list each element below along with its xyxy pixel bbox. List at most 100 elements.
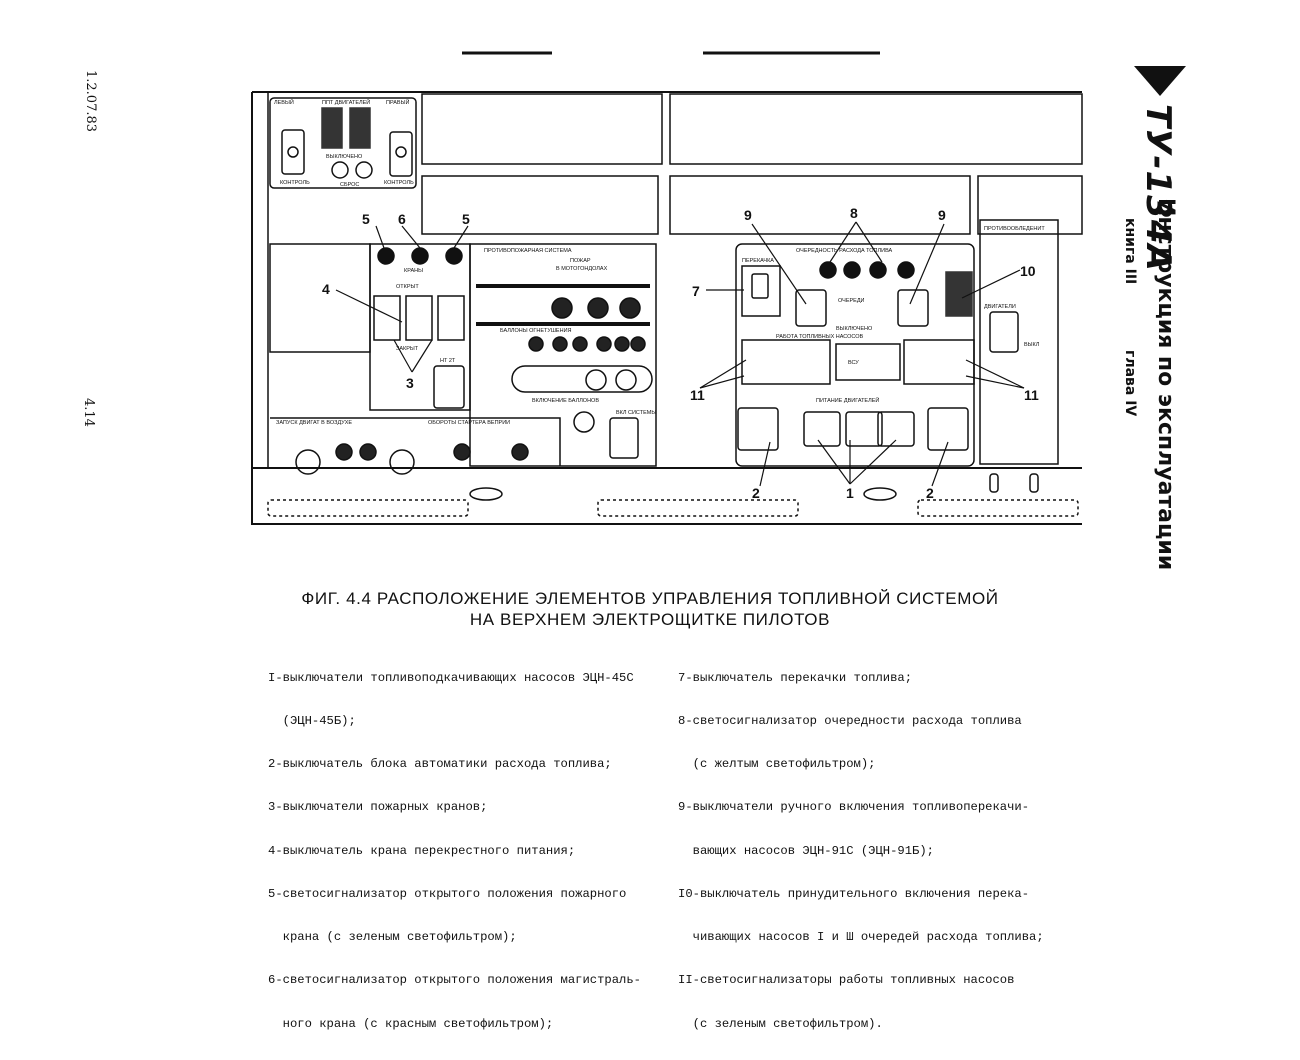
label-engines: ДВИГАТЕЛИ [984, 304, 1016, 310]
bottom-strip-left [267, 499, 469, 517]
manual-pump-switch-right[interactable] [897, 289, 929, 327]
blank-plate-5 [977, 175, 1083, 235]
pump-lamp-group-left [741, 339, 831, 385]
order-lamp-1 [819, 261, 837, 279]
starter-lamp-right [511, 443, 529, 461]
fire-lamp-vsu [587, 297, 609, 319]
label-vkl-system: ВКЛ СИСТЕМЫ [616, 410, 656, 416]
order-lamp-4 [897, 261, 915, 279]
fire-tap-switch-right[interactable] [437, 295, 465, 341]
label-activation: ВКЛЮЧЕНИЕ БАЛЛОНОВ [532, 398, 599, 404]
callout-9-right: 9 [938, 207, 946, 223]
label-kontrol-left: КОНТРОЛЬ [280, 180, 310, 186]
transfer-switch[interactable] [751, 273, 769, 299]
fire-system-switch[interactable] [609, 417, 639, 459]
right-cutoff-switch-guard [389, 131, 413, 177]
manual-pump-switch-left[interactable] [795, 289, 827, 327]
legend-item: 8-светосигнализатор очередности расхода … [678, 714, 1022, 729]
callout-2-left: 2 [752, 485, 760, 501]
manual-page: 1.2.07.83 4.14 ТУ-134А Инструкция по экс… [0, 51, 1300, 1031]
ppt-button-right[interactable] [355, 161, 373, 179]
rail-fitting-center [863, 487, 897, 501]
air-start-knob-right[interactable] [389, 449, 415, 475]
legend-item: вающих насосов ЭЦН-91С (ЭЦН-91Б); [678, 843, 934, 858]
label-anti-ice: ПРОТИВООБЛЕДЕНИТ [984, 226, 1045, 232]
label-transfer: ПЕРЕКАЧКА [742, 258, 774, 264]
ppt-lamp-right [349, 107, 371, 149]
engine-cutoff-block [269, 97, 417, 189]
lamp-test-button[interactable] [573, 411, 595, 433]
label-order-title: ОЧЕРЕДНОСТЬ РАСХОДА ТОПЛИВА [796, 248, 893, 254]
label-vsu: ВСУ [848, 360, 859, 366]
pump-center-labels [835, 343, 901, 381]
rail-bolt-1 [989, 473, 999, 493]
fire-tap-lamp-right [445, 247, 463, 265]
legend-item: I0-выключатель принудительного включения… [678, 886, 1030, 901]
right-cutoff-switch[interactable] [395, 146, 407, 158]
balloon-lamp-2 [552, 336, 568, 352]
label-air-start: ЗАПУСК ДВИГАТ В ВОЗДУХЕ [276, 420, 352, 426]
crossfeed-switch[interactable] [405, 295, 433, 341]
label-ppt-header: ППТ ДВИГАТЕЛЕЙ [322, 98, 370, 106]
blank-plate-1 [421, 93, 663, 165]
balloon-button-1[interactable] [585, 369, 607, 391]
label-nt2t: НТ 2Т [440, 358, 456, 364]
legend-item: 7-выключатель перекачки топлива; [678, 670, 913, 685]
figure-caption: ФИГ. 4.4 РАСПОЛОЖЕНИЕ ЭЛЕМЕНТОВ УПРАВЛЕН… [0, 588, 1300, 630]
label-vykl-top: ВЫКЛЮЧЕНО [326, 154, 363, 160]
forced-pump-switch[interactable] [945, 271, 973, 317]
callout-8: 8 [850, 205, 858, 221]
label-open: ОТКРЫТ [396, 284, 419, 290]
air-start-lamp-2 [359, 443, 377, 461]
auto-left-switch[interactable] [737, 407, 779, 451]
left-cutoff-switch[interactable] [287, 146, 299, 158]
fire-tap-switch-left[interactable] [373, 295, 401, 341]
legend-item: I-выключатели топливоподкачивающих насос… [268, 670, 634, 685]
feed-switch-2[interactable] [845, 411, 883, 447]
legend-item: (ЭЦН-45Б); [268, 714, 356, 729]
fire-lamp-left [551, 297, 573, 319]
ppt-button-left[interactable] [331, 161, 349, 179]
label-fire-system: ПРОТИВОПОЖАРНАЯ СИСТЕМА [484, 248, 572, 254]
starter-lamp-left [453, 443, 471, 461]
legend-item: 3-выключатели пожарных кранов; [268, 800, 488, 815]
feed-switch-1[interactable] [803, 411, 841, 447]
nt2t-switch[interactable] [433, 365, 465, 409]
main-tap-lamp [411, 247, 429, 265]
callout-5-left: 5 [362, 211, 370, 227]
air-start-lamp-1 [335, 443, 353, 461]
callout-11-left: 11 [690, 387, 705, 403]
label-balloons: БАЛЛОНЫ ОГНЕТУШЕНИЯ [500, 328, 572, 334]
callout-1: 1 [846, 485, 854, 501]
legend-item: (с зеленым светофильтром). [678, 1016, 883, 1031]
auto-right-switch[interactable] [927, 407, 969, 451]
label-taps-title: КРАНЫ [404, 268, 423, 274]
left-cutoff-switch-guard [281, 129, 305, 175]
legend-item: ного крана (с красным светофильтром); [268, 1016, 554, 1031]
legend-item: II-светосигнализаторы работы топливных н… [678, 973, 1015, 988]
legend-item: крана (с зеленым светофильтром); [268, 930, 517, 945]
fire-tap-lamp-left [377, 247, 395, 265]
label-fire: ПОЖАР [570, 258, 591, 264]
label-anti-ice-vykl: ВЫКЛ [1024, 342, 1040, 348]
balloon-lamp-4 [596, 336, 612, 352]
anti-ice-switch[interactable] [989, 311, 1019, 353]
feed-switch-3[interactable] [877, 411, 915, 447]
legend-item: чивающих насосов I и Ш очередей расхода … [678, 930, 1044, 945]
legend-right: 7-выключатель перекачки топлива; 8-свето… [678, 642, 1044, 1060]
caption-line-1: ФИГ. 4.4 РАСПОЛОЖЕНИЕ ЭЛЕМЕНТОВ УПРАВЛЕН… [301, 589, 999, 608]
legend-item: 2-выключатель блока автоматики расхода т… [268, 757, 612, 772]
ppt-lamp-left [321, 107, 343, 149]
air-start-knob-left[interactable] [295, 449, 321, 475]
legend-item: 6-светосигнализатор открытого положения … [268, 973, 641, 988]
legend-left: I-выключатели топливоподкачивающих насос… [268, 642, 641, 1060]
balloon-button-2[interactable] [615, 369, 637, 391]
label-starter: ОБОРОТЫ СТАРТЕРА ВЕПРИИ [428, 420, 510, 426]
callout-4: 4 [322, 281, 330, 297]
callout-11-right: 11 [1024, 387, 1039, 403]
label-queues: ОЧЕРЕДИ [838, 298, 865, 304]
legend-item: 9-выключатели ручного включения топливоп… [678, 800, 1030, 815]
legend-item: 5-светосигнализатор открытого положения … [268, 886, 627, 901]
pump-lamp-group-right [903, 339, 975, 385]
legend-item: (с желтым светофильтром); [678, 757, 876, 772]
